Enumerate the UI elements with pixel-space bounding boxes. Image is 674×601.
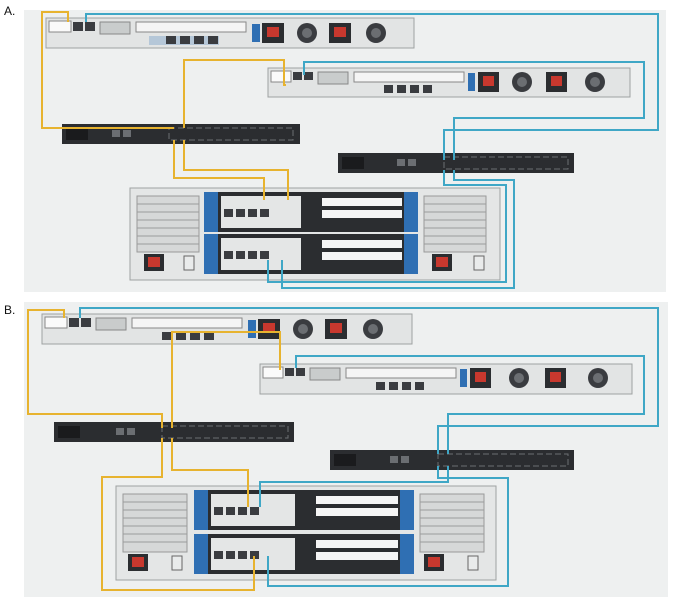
network-port-icon	[194, 36, 204, 44]
network-port-icon	[73, 22, 83, 31]
network-switch-icon	[66, 128, 88, 140]
option-a-cabling-diagram[interactable]	[24, 10, 666, 292]
network-port-icon	[208, 36, 218, 44]
network-port-icon	[190, 332, 200, 340]
panel-a-label: A.	[4, 4, 16, 18]
yellow-cables	[41, 11, 289, 200]
option-a-diagram	[24, 10, 666, 292]
network-port-icon	[81, 318, 91, 327]
network-port-icon	[204, 332, 214, 340]
yellow-cables	[27, 309, 281, 591]
network-switch-icon	[58, 426, 80, 438]
network-port-icon	[162, 332, 172, 340]
network-port-icon	[176, 332, 186, 340]
network-port-icon	[214, 507, 223, 515]
network-port-icon	[423, 85, 432, 93]
network-port-icon	[250, 551, 259, 559]
network-port-icon	[238, 551, 247, 559]
network-port-icon	[260, 209, 269, 217]
storage-chassis-rear	[129, 187, 501, 281]
network-port-icon	[236, 251, 245, 259]
network-port-icon	[224, 209, 233, 217]
server-1-rear	[45, 17, 415, 49]
network-port-icon	[376, 382, 385, 390]
network-port-icon	[296, 368, 305, 376]
network-port-icon	[214, 551, 223, 559]
network-port-icon	[389, 382, 398, 390]
network-port-icon	[397, 85, 406, 93]
network-port-icon	[250, 507, 259, 515]
network-switch-1	[54, 422, 294, 442]
storage-chassis-rear	[115, 485, 497, 581]
network-port-icon	[304, 72, 313, 80]
network-port-icon	[248, 251, 257, 259]
vga-port-icon	[48, 20, 72, 33]
network-port-icon	[260, 251, 269, 259]
network-switch-icon	[334, 454, 356, 466]
network-switch-icon	[342, 157, 364, 169]
network-port-icon	[226, 551, 235, 559]
teal-cables	[85, 13, 659, 289]
network-switch-2	[330, 450, 574, 470]
network-port-icon	[69, 318, 79, 327]
network-switch-2	[338, 153, 574, 173]
network-port-icon	[415, 382, 424, 390]
network-port-icon	[384, 85, 393, 93]
server-2-rear	[267, 67, 631, 98]
option-b-cabling-diagram[interactable]	[24, 302, 668, 597]
network-port-icon	[224, 251, 233, 259]
network-port-icon	[226, 507, 235, 515]
panel-b-label: B.	[4, 303, 16, 317]
teal-cables	[79, 307, 659, 587]
network-port-icon	[166, 36, 176, 44]
network-port-icon	[238, 507, 247, 515]
network-port-icon	[402, 382, 411, 390]
network-port-icon	[293, 72, 302, 80]
network-port-icon	[248, 209, 257, 217]
network-port-icon	[180, 36, 190, 44]
option-b-diagram	[24, 302, 668, 597]
network-port-icon	[285, 368, 294, 376]
network-port-icon	[410, 85, 419, 93]
server-2-rear	[259, 363, 633, 395]
network-port-icon	[85, 22, 95, 31]
network-port-icon	[236, 209, 245, 217]
server-1-rear	[41, 313, 413, 345]
